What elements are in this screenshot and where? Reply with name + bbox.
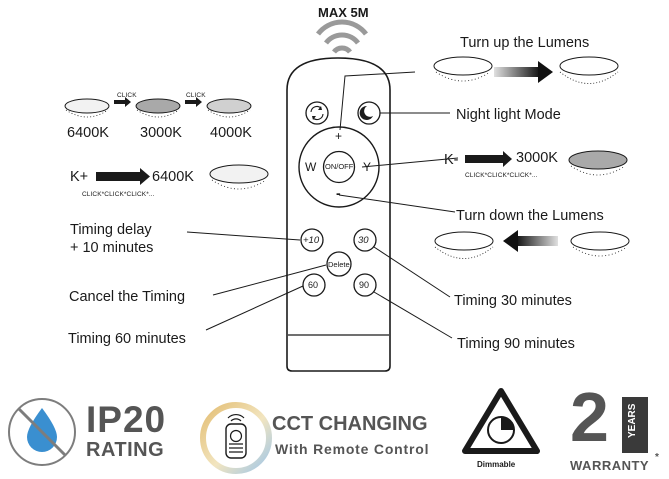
- timer-60-button[interactable]: [302, 273, 326, 297]
- lumens-up-arrow-icon: [494, 61, 553, 83]
- cancel-timing-label: Cancel the Timing: [69, 289, 186, 305]
- k-minus-result-label: 3000K: [516, 150, 558, 166]
- lamp-3000k-result-icon: [568, 150, 628, 176]
- leader-lines: [186, 71, 459, 339]
- lamp-dim-icon: [570, 231, 630, 257]
- timer-60-label: 60: [308, 280, 319, 290]
- water-drop-icon: [8, 398, 76, 466]
- timer-30-button[interactable]: [353, 228, 377, 252]
- lamp-6400k-result-icon: [209, 164, 269, 190]
- k-minus-arrow-icon: [465, 151, 512, 167]
- lamp-3000k-icon: [135, 98, 181, 118]
- cycle-button[interactable]: [305, 101, 329, 125]
- y-key-label: Y: [363, 160, 372, 174]
- warranty-asterisk: *: [655, 452, 659, 463]
- delete-button[interactable]: [326, 251, 352, 277]
- k-plus-arrow-icon: [96, 168, 150, 185]
- onoff-button[interactable]: [322, 150, 356, 184]
- lumens-down-arrow-icon: [503, 230, 558, 252]
- click-label: CLICK: [117, 92, 137, 99]
- timing-30-label: Timing 30 minutes: [454, 293, 572, 309]
- warranty-icon: [622, 397, 648, 453]
- k-plus-clicks-label: CLICK*CLICK*CLICK*...: [82, 191, 155, 198]
- warranty-number: 2: [570, 378, 609, 456]
- arrow-icon: [185, 97, 202, 107]
- lamp-dim-icon: [433, 56, 493, 82]
- moon-icon: [359, 105, 373, 120]
- lamp-4000k-icon: [206, 98, 252, 118]
- cct-title: CCT CHANGING: [272, 413, 428, 435]
- timing-delay-label: Timing delay: [70, 222, 152, 238]
- delete-label: Delete: [328, 260, 350, 269]
- timer-10-label: +10: [303, 235, 320, 246]
- w-key-label: W: [305, 160, 317, 174]
- k-plus-result-label: 6400K: [152, 169, 194, 185]
- warranty-label: WARRANTY: [570, 458, 650, 473]
- click-label: CLICK: [186, 92, 206, 99]
- night-mode-button[interactable]: [357, 101, 381, 125]
- timing-90-label: Timing 90 minutes: [457, 336, 575, 352]
- timing-60-label: Timing 60 minutes: [68, 331, 186, 347]
- timer-90-button[interactable]: [353, 273, 377, 297]
- k-plus-label: K+: [70, 169, 89, 185]
- lamp-bright-icon: [434, 231, 494, 259]
- onoff-label: ON/OFF: [325, 162, 354, 171]
- arrow-icon: [114, 97, 131, 107]
- ip-rating-title: IP20: [86, 399, 167, 440]
- warranty-years-label: YEARS: [627, 403, 638, 438]
- cct-subtitle: With Remote Control: [275, 441, 430, 457]
- timer-30-label: 30: [358, 235, 369, 246]
- night-mode-label: Night light Mode: [456, 107, 561, 123]
- k-minus-clicks-label: CLICK*CLICK*CLICK*...: [465, 172, 538, 179]
- dimmable-icon: [462, 388, 540, 454]
- signal-icon: [316, 19, 368, 54]
- lamp-6400k-icon: [64, 98, 110, 118]
- minus-key-label: -: [336, 185, 341, 201]
- k-minus-label: K-: [444, 152, 459, 168]
- range-label: MAX 5M: [318, 5, 369, 20]
- turn-up-lumens-label: Turn up the Lumens: [460, 35, 590, 51]
- temp-3000k-label: 3000K: [140, 125, 182, 141]
- timer-10-button[interactable]: [300, 228, 324, 252]
- temp-4000k-label: 4000K: [210, 125, 252, 141]
- remote-control-icon: [200, 402, 272, 474]
- ip-rating-subtitle: RATING: [86, 439, 165, 461]
- lamp-bright-icon: [559, 56, 619, 84]
- dimmable-label: Dimmable: [477, 460, 516, 469]
- timer-90-label: 90: [359, 280, 370, 290]
- plus-key-label: +: [335, 129, 343, 143]
- turn-down-lumens-label: Turn down the Lumens: [456, 208, 604, 224]
- temp-6400k-label: 6400K: [67, 125, 109, 141]
- timing-delay-label: + 10 minutes: [70, 240, 154, 256]
